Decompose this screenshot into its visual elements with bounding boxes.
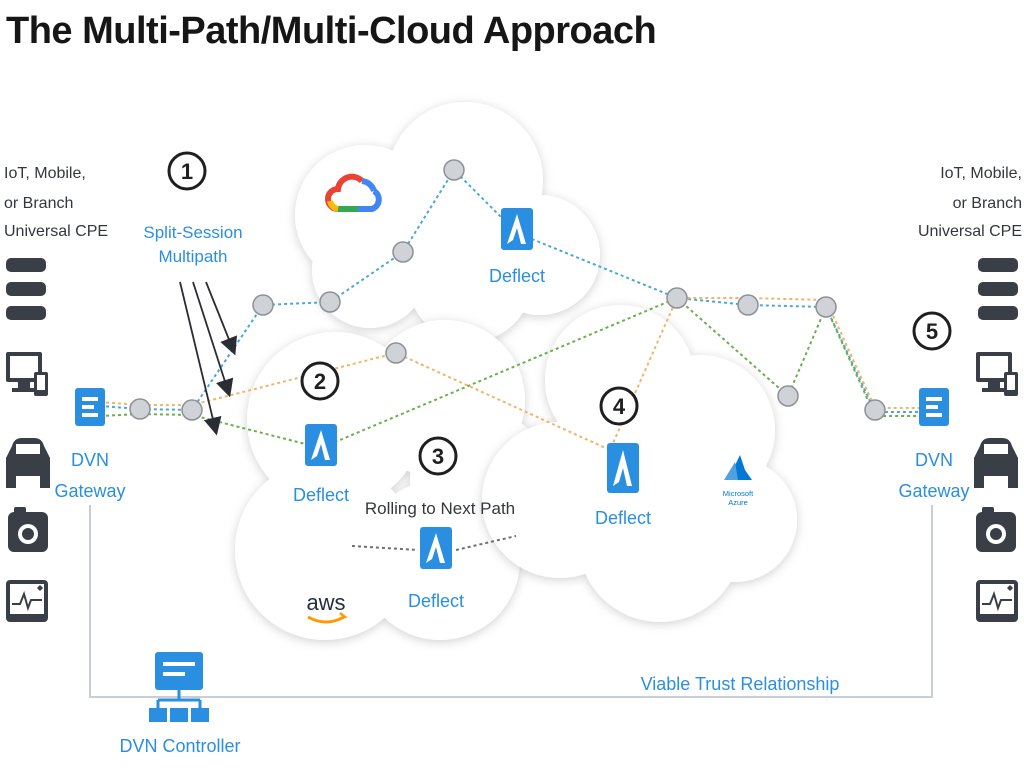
desktop-mobile-icon bbox=[976, 352, 1018, 396]
svg-text:Universal CPE: Universal CPE bbox=[918, 223, 1022, 240]
dvn-controller: DVN Controller bbox=[119, 652, 241, 756]
svg-text:3: 3 bbox=[432, 444, 444, 469]
relay-nodes bbox=[129, 159, 886, 421]
relay-node bbox=[385, 342, 407, 364]
dvn-gateway-right: DVN Gateway bbox=[898, 388, 970, 501]
svg-text:IoT, Mobile,: IoT, Mobile, bbox=[940, 165, 1022, 182]
svg-text:IoT, Mobile,: IoT, Mobile, bbox=[4, 165, 86, 182]
trust-relationship-line bbox=[89, 505, 933, 698]
orange-path bbox=[99, 297, 935, 452]
svg-text:1: 1 bbox=[181, 159, 193, 184]
rolling-path-left bbox=[351, 545, 419, 551]
svg-text:Split-Session: Split-Session bbox=[143, 223, 242, 242]
relay-node bbox=[815, 296, 837, 318]
svg-text:Azure: Azure bbox=[728, 498, 748, 507]
svg-text:DVN: DVN bbox=[915, 450, 953, 470]
azure-cloud bbox=[482, 305, 797, 622]
svg-text:aws: aws bbox=[306, 590, 345, 615]
relay-node bbox=[392, 241, 414, 263]
svg-text:DVN Controller: DVN Controller bbox=[119, 736, 240, 756]
health-monitor-icon bbox=[976, 580, 1018, 622]
right-device-label: IoT, Mobile, or Branch Universal CPE bbox=[918, 165, 1022, 240]
desktop-mobile-icon bbox=[6, 352, 48, 396]
camera-icon bbox=[8, 507, 48, 552]
google-cloud-logo bbox=[325, 173, 382, 212]
deflect-node: Deflect bbox=[408, 527, 464, 611]
deflect-node: Deflect bbox=[293, 424, 349, 505]
svg-text:or Branch: or Branch bbox=[953, 195, 1022, 212]
split-session-arrows bbox=[179, 281, 238, 436]
svg-text:Gateway: Gateway bbox=[54, 481, 125, 501]
dvn-gateway-left: DVN Gateway bbox=[54, 388, 126, 501]
trust-relationship-label: Viable Trust Relationship bbox=[641, 674, 840, 694]
relay-node bbox=[443, 159, 465, 181]
server-stack-icon bbox=[6, 258, 46, 320]
relay-node bbox=[129, 398, 151, 420]
page-title: The Multi-Path/Multi-Cloud Approach bbox=[6, 10, 657, 52]
left-device-icons bbox=[6, 258, 50, 622]
deflect-node: Deflect bbox=[595, 443, 651, 528]
relay-node bbox=[181, 399, 203, 421]
svg-text:Deflect: Deflect bbox=[489, 266, 545, 286]
relay-node bbox=[252, 294, 274, 316]
relay-node bbox=[737, 294, 759, 316]
step-marker-5: 5 bbox=[912, 311, 952, 351]
step-marker-3: 3 Rolling to Next Path bbox=[365, 436, 515, 518]
svg-text:Deflect: Deflect bbox=[293, 485, 349, 505]
svg-text:Rolling to Next Path: Rolling to Next Path bbox=[365, 499, 515, 518]
step-marker-1: 1 Split-Session Multipath bbox=[143, 151, 243, 266]
svg-text:Deflect: Deflect bbox=[595, 508, 651, 528]
svg-text:2: 2 bbox=[314, 369, 326, 394]
car-icon bbox=[974, 438, 1018, 488]
svg-text:4: 4 bbox=[613, 394, 626, 419]
svg-text:Deflect: Deflect bbox=[408, 591, 464, 611]
server-stack-icon bbox=[978, 258, 1018, 320]
svg-text:DVN: DVN bbox=[71, 450, 109, 470]
svg-text:Gateway: Gateway bbox=[898, 481, 969, 501]
aws-logo: aws bbox=[306, 590, 348, 624]
svg-text:Universal CPE: Universal CPE bbox=[4, 223, 108, 240]
google-cloud-cloud bbox=[295, 102, 600, 342]
svg-text:5: 5 bbox=[926, 319, 938, 344]
car-icon bbox=[6, 438, 50, 488]
azure-logo: Microsoft Azure bbox=[723, 455, 754, 507]
left-device-label: IoT, Mobile, or Branch Universal CPE bbox=[4, 165, 108, 240]
relay-node bbox=[319, 291, 341, 313]
rolling-path-right bbox=[455, 535, 517, 551]
relay-node bbox=[864, 399, 886, 421]
svg-text:Microsoft: Microsoft bbox=[723, 489, 754, 498]
right-device-icons bbox=[974, 258, 1018, 622]
health-monitor-icon bbox=[6, 580, 48, 622]
relay-node bbox=[666, 287, 688, 309]
deflect-node: Deflect bbox=[489, 208, 545, 286]
step-marker-4: 4 bbox=[599, 386, 639, 426]
svg-text:Multipath: Multipath bbox=[159, 247, 228, 266]
relay-node bbox=[777, 385, 799, 407]
camera-icon bbox=[976, 507, 1016, 552]
green-path bbox=[99, 296, 935, 450]
svg-text:or Branch: or Branch bbox=[4, 195, 73, 212]
step-marker-2: 2 bbox=[300, 361, 340, 401]
